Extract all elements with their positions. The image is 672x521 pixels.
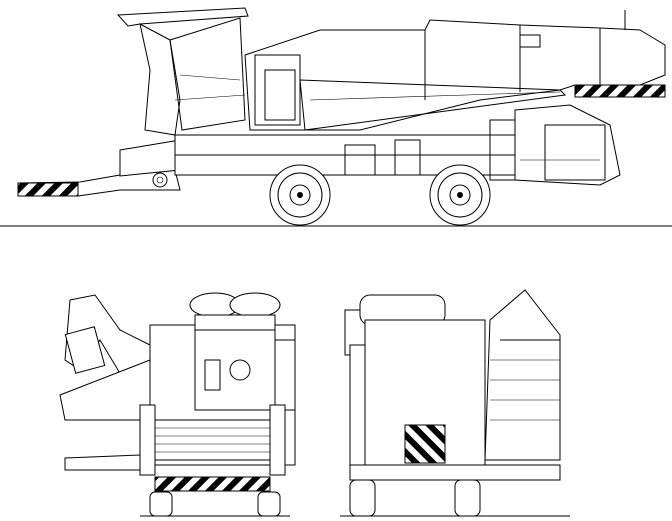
pickup-header bbox=[17, 139, 181, 197]
right-wheel bbox=[257, 491, 281, 517]
right-wheel bbox=[454, 479, 481, 517]
hazard-stripe bbox=[17, 182, 79, 197]
hazard-stripe bbox=[154, 476, 271, 492]
front-view bbox=[59, 292, 296, 517]
left-wheel bbox=[149, 491, 173, 517]
front-wheel bbox=[269, 164, 331, 226]
rear-elevator bbox=[514, 104, 621, 186]
hazard-stripe bbox=[574, 84, 666, 98]
hazard-stripe bbox=[404, 424, 446, 464]
left-wheel bbox=[349, 479, 376, 517]
side-view bbox=[0, 7, 672, 227]
machine-body bbox=[244, 10, 666, 131]
rear-view bbox=[340, 289, 570, 517]
grille-slats bbox=[155, 427, 270, 453]
rear-wheel bbox=[429, 164, 491, 226]
